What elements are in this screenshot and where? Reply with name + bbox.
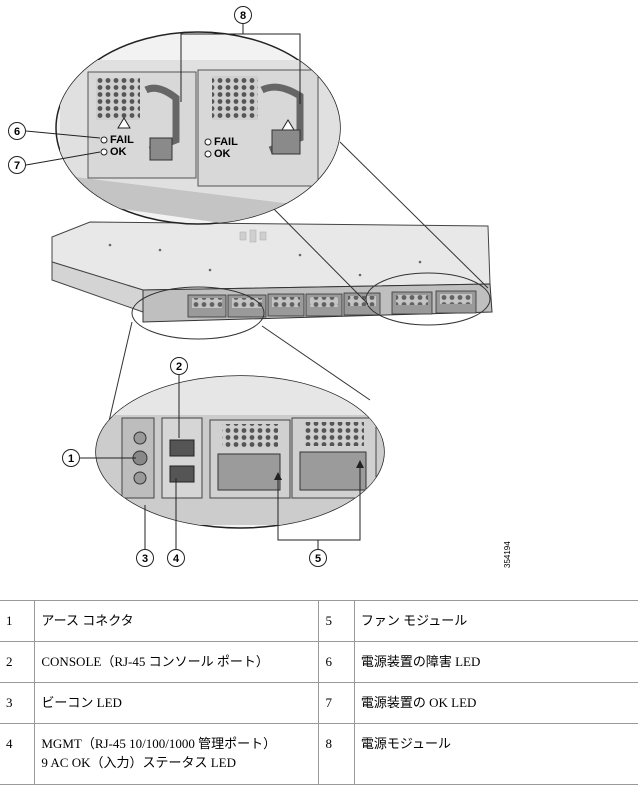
figure-id: 354194 [503,541,512,568]
legend-row: 1 アース コネクタ 5 ファン モジュール [0,601,638,642]
legend-row: 4 MGMT（RJ-45 10/100/1000 管理ポート） 9 AC OK（… [0,724,638,785]
legend-row: 2 CONSOLE（RJ-45 コンソール ポート） 6 電源装置の障害 LED [0,642,638,683]
callout-3: 3 [137,550,154,567]
legend-num: 5 [319,601,354,642]
svg-text:3: 3 [142,553,148,565]
fail-label-1: FAIL [110,134,134,146]
switch-chassis [52,222,492,322]
callout-7: 7 [9,157,26,174]
callout-5: 5 [310,550,327,567]
svg-text:2: 2 [176,361,182,373]
legend-desc: CONSOLE（RJ-45 コンソール ポート） [35,642,319,683]
callout-6: 6 [9,123,26,140]
svg-text:7: 7 [14,160,20,172]
switch-rear-diagram: FAIL OK FAIL OK [0,0,638,590]
svg-text:6: 6 [14,126,20,138]
svg-text:1: 1 [68,453,74,465]
power-module-zoom: FAIL OK FAIL OK [56,32,340,240]
legend-num: 3 [0,683,35,724]
callout-2: 2 [171,358,188,375]
legend-num: 7 [319,683,354,724]
legend-desc-multiline: MGMT（RJ-45 10/100/1000 管理ポート） 9 AC OK（入力… [35,724,319,785]
legend-num: 4 [0,724,35,785]
svg-text:8: 8 [240,10,246,22]
legend-desc: アース コネクタ [35,601,319,642]
callout-4: 4 [168,550,185,567]
console-fan-zoom [96,376,384,528]
ok-label-2: OK [214,148,231,160]
fail-label-2: FAIL [214,136,238,148]
callout-1: 1 [63,450,80,467]
callout-8: 8 [235,7,252,24]
legend-row: 3 ビーコン LED 7 電源装置の OK LED [0,683,638,724]
legend-desc: ビーコン LED [35,683,319,724]
legend-desc: 電源モジュール [354,724,638,785]
ok-label-1: OK [110,146,127,158]
legend-desc: MGMT（RJ-45 10/100/1000 管理ポート） [41,734,312,753]
legend-num: 6 [319,642,354,683]
legend-num: 2 [0,642,35,683]
legend-desc-extra: 9 AC OK（入力）ステータス LED [41,753,312,772]
callout-legend-table: 1 アース コネクタ 5 ファン モジュール 2 CONSOLE（RJ-45 コ… [0,600,638,785]
legend-num: 8 [319,724,354,785]
legend-desc: 電源装置の障害 LED [354,642,638,683]
legend-desc: ファン モジュール [354,601,638,642]
legend-num: 1 [0,601,35,642]
svg-text:4: 4 [173,553,180,565]
legend-desc: 電源装置の OK LED [354,683,638,724]
svg-text:5: 5 [315,553,321,565]
